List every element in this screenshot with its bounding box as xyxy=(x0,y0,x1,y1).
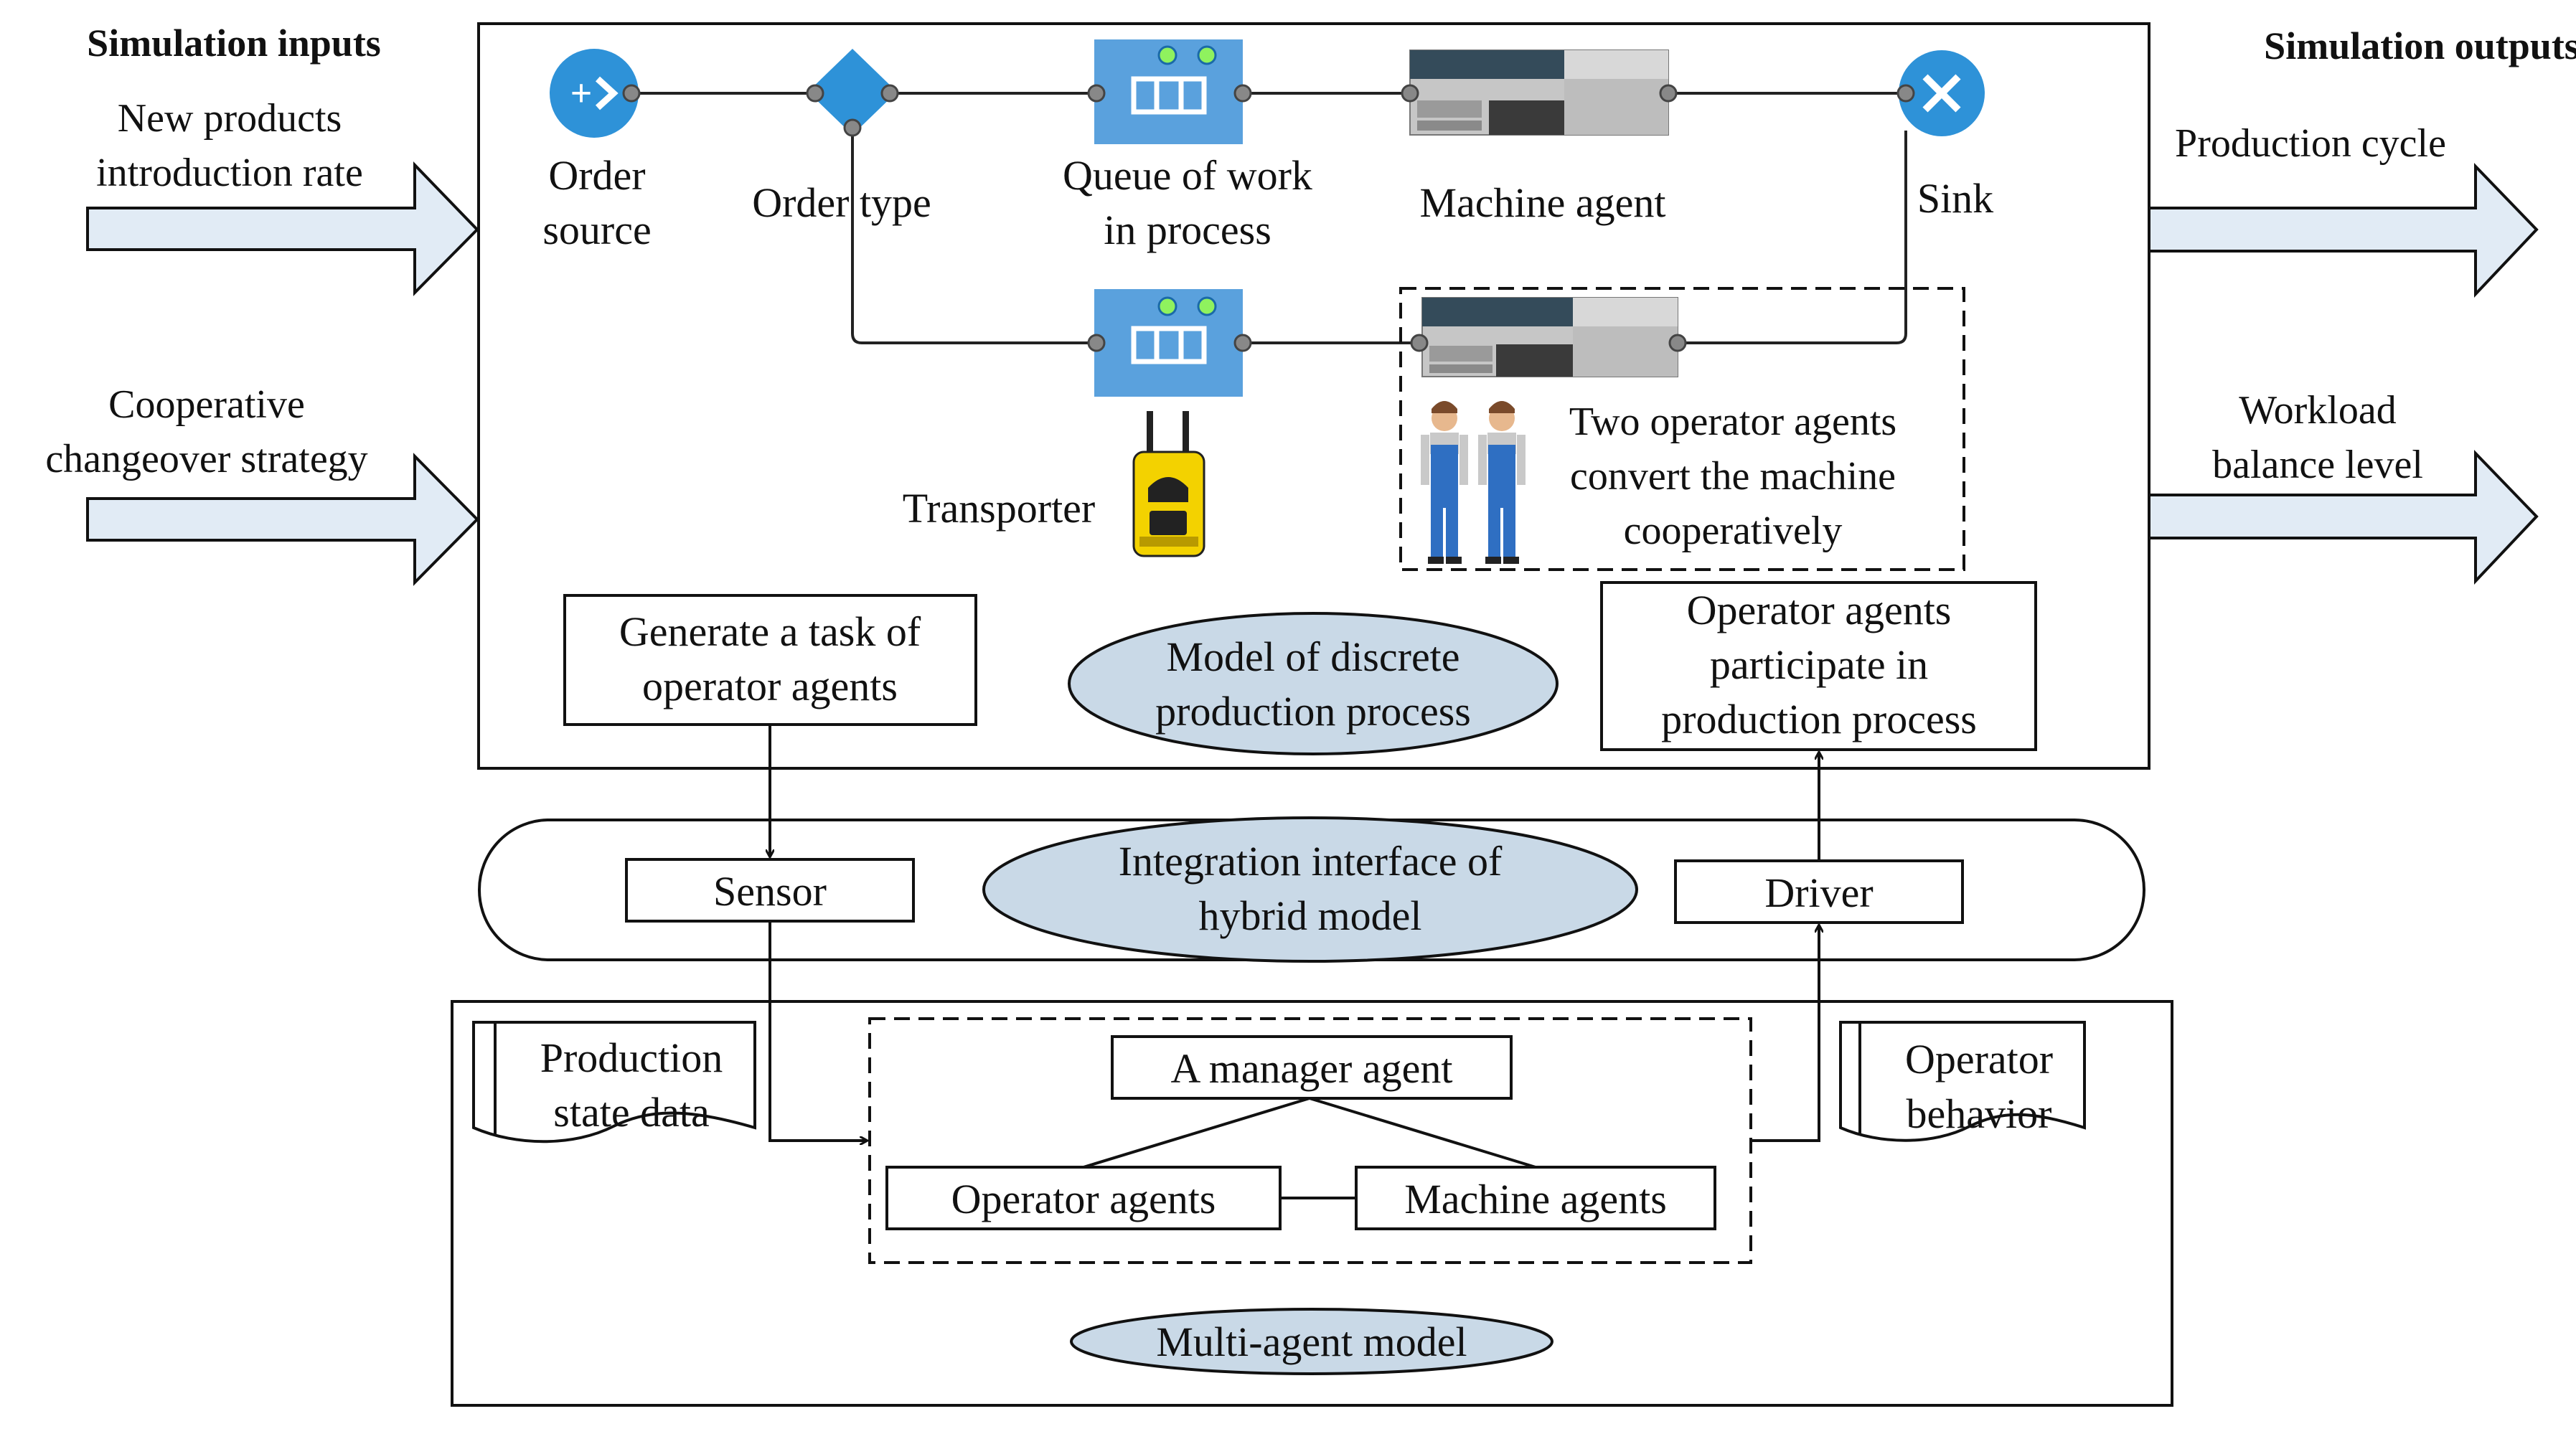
output-arrow-1 xyxy=(2148,163,2539,298)
order-source-label-line2: source xyxy=(542,207,651,253)
generate-task-box: Generate a task of operator agents xyxy=(563,594,977,726)
transporter-node: Transporter xyxy=(903,411,1205,557)
multi-agent-ellipse xyxy=(1070,1308,1553,1375)
order-source-node: + Order source xyxy=(542,49,652,253)
svg-text:+: + xyxy=(570,72,593,115)
cooperative-note-line2: convert the machine xyxy=(1570,454,1896,499)
integration-line1: Integration interface of xyxy=(1119,838,1503,885)
generate-task-line2: operator agents xyxy=(642,663,898,709)
manager-agent-label: A manager agent xyxy=(1171,1045,1453,1092)
operator-behavior-document: Operator behavior xyxy=(1839,1021,2086,1142)
driver-box: Driver xyxy=(1674,859,1964,924)
cooperative-note-line1: Two operator agents xyxy=(1569,400,1896,444)
queue-led-3 xyxy=(1157,296,1177,316)
order-type-node: Order type xyxy=(752,49,931,226)
queue-node-top: Queue of work in process xyxy=(1063,39,1312,253)
document-icon-2 xyxy=(1839,1021,2086,1142)
order-source-icon xyxy=(550,49,639,138)
participate-line1: Operator agents xyxy=(1687,587,1952,633)
discrete-model-frame xyxy=(477,22,2150,770)
generate-task-line1: Generate a task of xyxy=(619,608,921,655)
machine-agents-box: Machine agents xyxy=(1355,1166,1716,1230)
transporter-label: Transporter xyxy=(903,485,1096,532)
discrete-model-label: Model of discrete production process xyxy=(1068,612,1559,755)
machine-agent-node-top: Machine agent xyxy=(1401,49,1678,226)
simulation-inputs-heading: Simulation inputs xyxy=(87,22,381,65)
input-cooperative-line2: changeover strategy xyxy=(45,437,367,481)
participate-box: Operator agents participate in productio… xyxy=(1600,581,2037,751)
machine-icon-bottom xyxy=(1421,297,1678,377)
queue-label-line1: Queue of work xyxy=(1063,152,1312,199)
arrow-agents-to-driver xyxy=(1751,925,1819,1142)
document-icon-1 xyxy=(472,1021,756,1143)
queue-led-4 xyxy=(1197,296,1217,316)
multi-agent-model: Production state data Operator behavior … xyxy=(451,1000,2173,1407)
machine-icon xyxy=(1409,49,1669,136)
input-cooperative-line1: Cooperative xyxy=(108,382,305,427)
connecting-arrows xyxy=(770,725,1819,1141)
cooperative-dashed-frame xyxy=(1399,287,1965,571)
multi-agent-ellipse-group: Multi-agent model xyxy=(1070,1308,1553,1375)
input-arrow-1 xyxy=(86,161,479,296)
manager-agent-box: A manager agent xyxy=(1111,1035,1513,1100)
integration-line2: hybrid model xyxy=(1199,892,1422,939)
multi-agent-label: Multi-agent model xyxy=(1156,1319,1467,1365)
queue-led-2 xyxy=(1197,45,1217,65)
operator-worker-icon-1 xyxy=(1421,401,1468,564)
queue-node-bottom xyxy=(1087,289,1252,397)
cooperative-changeover-group: Two operator agents convert the machine … xyxy=(1399,287,1965,571)
queue-label-line2: in process xyxy=(1104,207,1271,253)
discrete-model-ellipse xyxy=(1068,612,1559,755)
integration-ellipse-group: Integration interface of hybrid model xyxy=(982,816,1638,963)
cooperative-note-line3: cooperatively xyxy=(1624,509,1843,553)
agent-links xyxy=(1083,1097,1536,1199)
sensor-box: Sensor xyxy=(625,858,915,923)
machine-agent-label: Machine agent xyxy=(1419,179,1665,226)
input-new-products-line2: introduction rate xyxy=(96,151,363,195)
machine-agents-label: Machine agents xyxy=(1404,1176,1667,1222)
integration-interface: Sensor Integration interface of hybrid m… xyxy=(478,816,2145,963)
operator-agents-box: Operator agents xyxy=(885,1166,1282,1230)
process-flow-lines xyxy=(630,92,1909,344)
queue-led-1 xyxy=(1157,45,1177,65)
arrow-sensor-to-agents xyxy=(768,921,867,1141)
discrete-process-model: + Order source Order type Queue of work xyxy=(477,22,2150,770)
integration-ellipse xyxy=(982,816,1638,963)
order-type-label: Order type xyxy=(752,179,931,226)
multi-agent-frame xyxy=(451,1000,2173,1407)
production-state-document: Production state data xyxy=(472,1021,756,1143)
driver-label: Driver xyxy=(1764,869,1873,916)
simulation-outputs-heading: Simulation outputs xyxy=(2264,24,2576,67)
participate-line3: production process xyxy=(1661,696,1977,742)
output-production-cycle: Production cycle xyxy=(2175,121,2446,166)
simulation-inputs: Simulation inputs New products introduct… xyxy=(45,22,479,586)
participate-line2: participate in xyxy=(1710,641,1928,688)
input-new-products-line1: New products xyxy=(118,96,342,141)
operator-behavior-line2: behavior xyxy=(1907,1090,2052,1137)
output-arrow-2 xyxy=(2148,450,2539,585)
output-workload-line2: balance level xyxy=(2212,443,2423,487)
operator-worker-icon-2 xyxy=(1478,401,1526,564)
forklift-icon xyxy=(1132,411,1205,557)
discrete-model-line1: Model of discrete xyxy=(1166,633,1459,680)
output-workload-line1: Workload xyxy=(2239,388,2396,433)
simulation-outputs: Simulation outputs Production cycle Work… xyxy=(2148,24,2576,585)
order-source-label-line1: Order xyxy=(548,152,645,199)
sink-label: Sink xyxy=(1917,175,1993,222)
operator-agents-label: Operator agents xyxy=(951,1176,1216,1222)
production-state-line1: Production xyxy=(540,1034,723,1081)
order-type-diamond-icon xyxy=(808,49,897,135)
operator-behavior-line1: Operator xyxy=(1905,1036,2053,1083)
input-arrow-2 xyxy=(86,453,479,586)
discrete-model-line2: production process xyxy=(1155,688,1471,735)
sink-node: Sink xyxy=(1896,50,1993,222)
production-state-line2: state data xyxy=(553,1089,709,1136)
sensor-label: Sensor xyxy=(713,868,827,915)
